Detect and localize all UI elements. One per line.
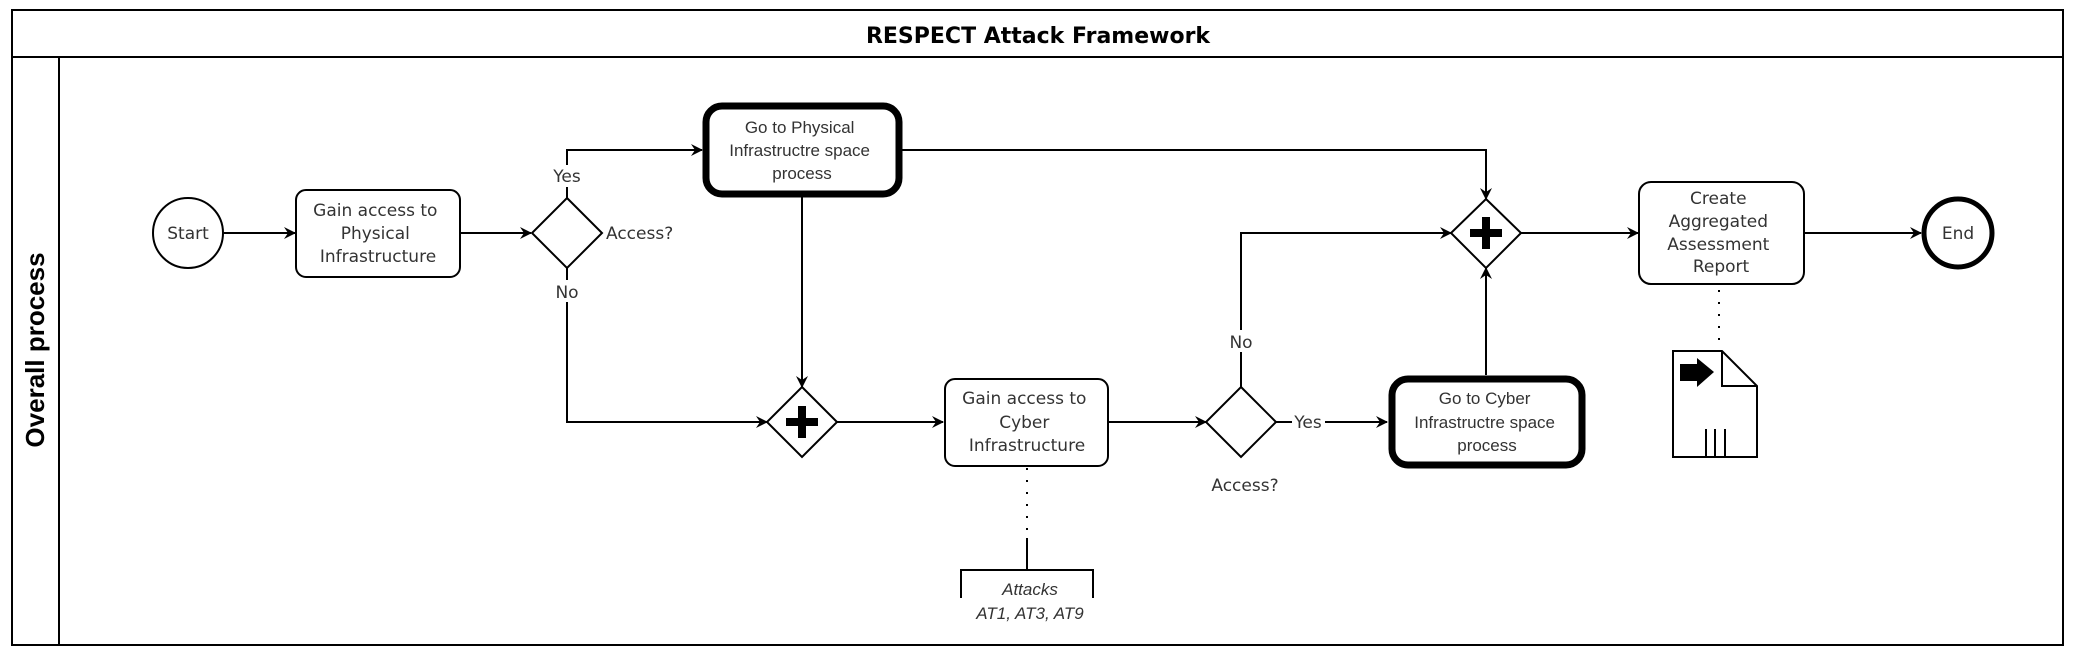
edge-labels: Yes No No Yes xyxy=(552,165,1325,433)
lane-title: Overall process xyxy=(20,252,50,447)
lane: Overall process xyxy=(20,57,60,645)
label-line: Create xyxy=(1690,189,1747,209)
start-event-label: Start xyxy=(167,224,209,244)
parallel-gateway-join-2[interactable] xyxy=(1449,197,1523,270)
call-activity-go-physical[interactable]: Go to Physical Infrastructre space proce… xyxy=(702,102,903,198)
label-bg xyxy=(1227,330,1255,352)
edge-label-cyber-no: No xyxy=(1229,333,1252,353)
parallel-gateway-join-1[interactable] xyxy=(765,385,839,459)
end-event[interactable]: End xyxy=(1921,196,1995,270)
edge-decision-no-to-join[interactable] xyxy=(566,268,768,428)
call-activity-go-cyber[interactable]: Go to Cyber Infrastructre space process xyxy=(1388,375,1586,469)
label-line: Infrastructre space xyxy=(729,141,870,160)
task-gain-cyber-access[interactable]: Gain access to Cyber Infrastructure xyxy=(944,378,1109,467)
call-activity-go-physical-label: Go to Physical Infrastructre space proce… xyxy=(729,118,875,183)
gateway-decision-physical-label: Access? xyxy=(606,224,673,244)
end-event-label: End xyxy=(1942,224,1974,244)
exclusive-gateway-diamond[interactable] xyxy=(530,196,604,270)
label-bg xyxy=(1292,411,1325,433)
end-event-circle[interactable] xyxy=(1921,196,1995,270)
annotation-items: AT1, AT3, AT9 xyxy=(975,604,1084,623)
label-line: Infrastructure xyxy=(969,436,1085,456)
pool-title: RESPECT Attack Framework xyxy=(866,24,1211,49)
edge-go-physical-to-final-join[interactable] xyxy=(902,149,1492,200)
exclusive-gateway-diamond[interactable] xyxy=(1204,385,1278,459)
plus-icon xyxy=(1470,217,1502,249)
label-line: Cyber xyxy=(999,413,1049,433)
task-create-report-label: Create Aggregated Assessment Report xyxy=(1667,189,1774,277)
annotation-bracket xyxy=(960,569,1094,598)
data-object-fold xyxy=(1721,351,1757,387)
label-line: Report xyxy=(1693,257,1750,277)
task-gain-cyber-box[interactable] xyxy=(944,378,1109,467)
text-annotation-attacks[interactable]: Attacks AT1, AT3, AT9 xyxy=(960,538,1094,623)
edges xyxy=(224,144,1922,535)
task-create-report-box[interactable] xyxy=(1638,181,1805,285)
label-bg xyxy=(553,280,581,302)
label-line: Infrastructure xyxy=(320,247,436,267)
label-line: Go to Cyber xyxy=(1439,389,1531,408)
edge-label-cyber-yes: Yes xyxy=(1293,413,1322,433)
gateway-decision-physical[interactable]: Access? xyxy=(530,196,673,270)
start-event[interactable]: Start xyxy=(152,197,224,269)
plus-icon xyxy=(786,406,818,438)
call-activity-go-cyber-box[interactable] xyxy=(1388,375,1586,469)
pool-border xyxy=(11,9,2064,646)
label-line: Gain access to xyxy=(962,389,1086,409)
call-activity-go-physical-box[interactable] xyxy=(702,102,903,198)
label-bg xyxy=(552,165,582,187)
label-line: Physical xyxy=(341,224,410,244)
label-line: process xyxy=(1457,436,1517,455)
edge-label-physical-no: No xyxy=(555,283,578,303)
edge-label-physical-yes: Yes xyxy=(552,167,581,187)
arrow-right-icon xyxy=(1680,358,1714,387)
gateway-decision-cyber[interactable]: Access? xyxy=(1204,385,1279,496)
task-gain-cyber-label: Gain access to Cyber Infrastructure xyxy=(962,389,1092,456)
label-line: Go to Physical xyxy=(745,118,855,137)
task-gain-physical-access[interactable]: Gain access to Physical Infrastructure xyxy=(295,189,461,278)
call-activity-go-cyber-label: Go to Cyber Infrastructre space process xyxy=(1414,389,1560,455)
label-line: Infrastructre space xyxy=(1414,413,1555,432)
label-line: Assessment xyxy=(1667,235,1769,255)
data-output-collection-icon[interactable] xyxy=(1672,350,1758,458)
collection-marker-icon xyxy=(1705,429,1726,457)
task-create-report[interactable]: Create Aggregated Assessment Report xyxy=(1638,181,1805,285)
start-event-circle[interactable] xyxy=(152,197,224,269)
annotation-title: Attacks xyxy=(1001,580,1058,599)
pool: RESPECT Attack Framework xyxy=(11,9,2064,646)
gateway-decision-cyber-label: Access? xyxy=(1211,476,1278,496)
task-gain-physical-box[interactable] xyxy=(295,189,461,278)
label-line: Aggregated xyxy=(1669,212,1768,232)
task-gain-physical-label: Gain access to Physical Infrastructure xyxy=(313,201,443,267)
label-line: Gain access to xyxy=(313,201,437,221)
label-line: process xyxy=(772,164,832,183)
